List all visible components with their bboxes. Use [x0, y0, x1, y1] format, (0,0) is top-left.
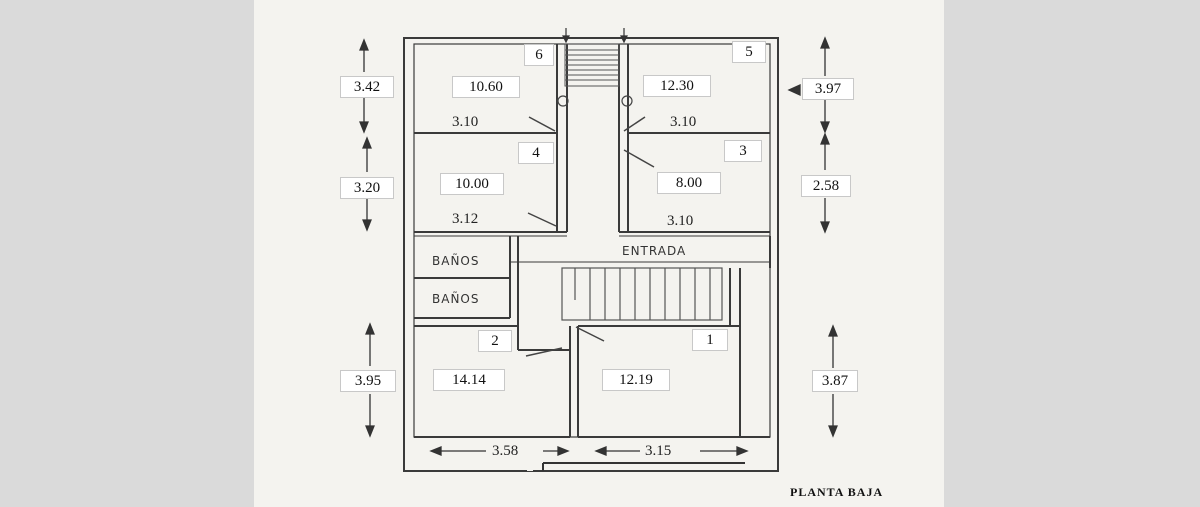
door-swings [525, 116, 655, 357]
room-number-5: 5 [732, 41, 766, 63]
room-number-3: 3 [724, 140, 762, 162]
left-dimension-3: 3.95 [340, 370, 396, 392]
room-6-area: 10.60 [452, 76, 520, 98]
right-dimension-1: 3.97 [802, 78, 854, 100]
corridor-arrows [562, 28, 628, 44]
room-5-width: 3.10 [670, 114, 697, 130]
hatched-shaft [564, 43, 620, 87]
left-dimension-lines [359, 38, 375, 438]
room-number-2: 2 [478, 330, 512, 352]
right-dimension-2: 2.58 [801, 175, 851, 197]
fixtures [557, 95, 633, 107]
room-1-area: 12.19 [602, 369, 670, 391]
room-number-1: 1 [692, 329, 728, 351]
room-4-width: 3.12 [452, 211, 479, 227]
right-dimension-lines [787, 36, 838, 438]
right-dimension-3: 3.87 [812, 370, 858, 392]
bottom-dimension-lines [429, 446, 749, 471]
outer-wall [403, 37, 779, 472]
bathroom-label-2: BAÑOS [432, 292, 480, 306]
room-number-4: 4 [518, 142, 554, 164]
room-6-width: 3.10 [452, 114, 479, 130]
left-dimension-1: 3.42 [340, 76, 394, 98]
room-5-area: 12.30 [643, 75, 711, 97]
room-3-area: 8.00 [657, 172, 721, 194]
plan-title: PLANTA BAJA [790, 485, 884, 499]
room-4-area: 10.00 [440, 173, 504, 195]
bathroom-label-1: BAÑOS [432, 254, 480, 268]
room-number-6: 6 [524, 44, 554, 66]
room-2-area: 14.14 [433, 369, 505, 391]
bottom-dimension-1: 3.58 [492, 443, 519, 459]
left-dimension-2: 3.20 [340, 177, 394, 199]
bottom-dimension-2: 3.15 [645, 443, 672, 459]
interior-stair [561, 267, 723, 321]
entrance-label: ENTRADA [622, 244, 687, 258]
room-3-width: 3.10 [667, 213, 694, 229]
